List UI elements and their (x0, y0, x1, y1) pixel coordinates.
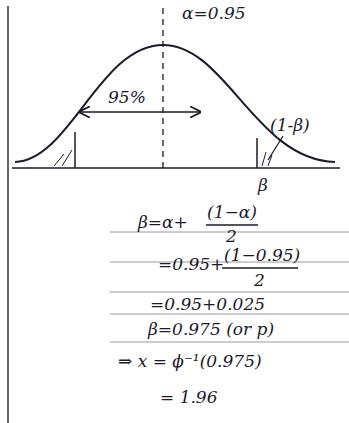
ruled-lines (110, 232, 349, 342)
equation-text: ⇒ x = ϕ⁻¹(0.975) (118, 352, 262, 371)
fraction-bar (206, 224, 258, 225)
mean-line (162, 8, 163, 168)
fraction-denominator: 2 (254, 271, 265, 290)
beta-label: β (258, 176, 268, 195)
lower-bound (74, 132, 76, 168)
equation-text: β=0.975 (or p) (148, 320, 274, 339)
equation-text: = 1.96 (160, 388, 218, 407)
percent-label: 95% (108, 88, 146, 107)
label-alpha: α=0.95 (182, 4, 246, 23)
equation-text: =0.95+0.025 (150, 295, 265, 314)
fraction-bar (222, 267, 298, 268)
tail-shade (54, 150, 272, 166)
interval-arrow (80, 111, 200, 112)
margin-line (7, 6, 9, 423)
upper-bound (256, 138, 258, 168)
fraction-denominator: 2 (226, 227, 237, 246)
leader-line (268, 136, 283, 160)
equation-text: =0.95+ (158, 255, 224, 274)
equation-text: β=α+ (138, 213, 188, 232)
fraction-numerator: (1−α) (207, 203, 257, 222)
normal-curve (15, 45, 335, 162)
tail-label: (1-β) (270, 116, 310, 135)
fraction-numerator: (1−0.95) (224, 246, 300, 265)
axis (12, 167, 340, 169)
